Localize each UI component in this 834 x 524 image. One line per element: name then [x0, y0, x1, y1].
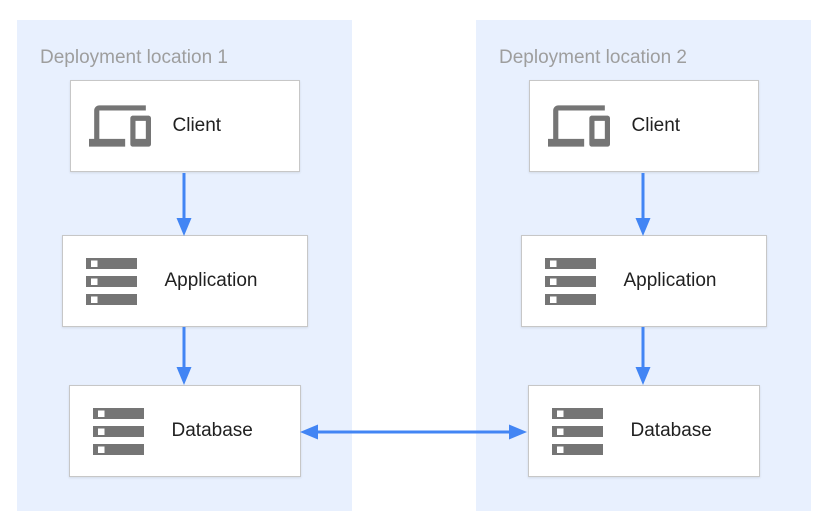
- node-label: Client: [631, 115, 681, 136]
- node-label: Client: [172, 115, 222, 136]
- node-label: Application: [164, 270, 258, 291]
- node-client-location-1: Client: [69, 80, 300, 172]
- node-client-location-2: Client: [528, 80, 759, 172]
- node-application-location-1: Application: [61, 235, 308, 327]
- server-stack-icon: [547, 407, 609, 455]
- node-application-location-2: Application: [520, 235, 767, 327]
- node-label: Database: [630, 420, 712, 441]
- panel-title: Deployment location 2: [499, 47, 687, 68]
- deployment-location-2-panel: Deployment location 2 Client A: [476, 20, 811, 511]
- panel-title: Deployment location 1: [40, 47, 228, 68]
- server-stack-icon: [81, 257, 143, 305]
- devices-icon: [547, 95, 610, 157]
- node-label: Application: [623, 270, 717, 291]
- deployment-location-1-panel: Deployment location 1 Client A: [17, 20, 352, 511]
- server-stack-icon: [88, 407, 150, 455]
- node-database-location-2: Database: [527, 385, 760, 477]
- server-stack-icon: [540, 257, 602, 305]
- node-database-location-1: Database: [68, 385, 301, 477]
- node-label: Database: [171, 420, 253, 441]
- devices-icon: [88, 95, 151, 157]
